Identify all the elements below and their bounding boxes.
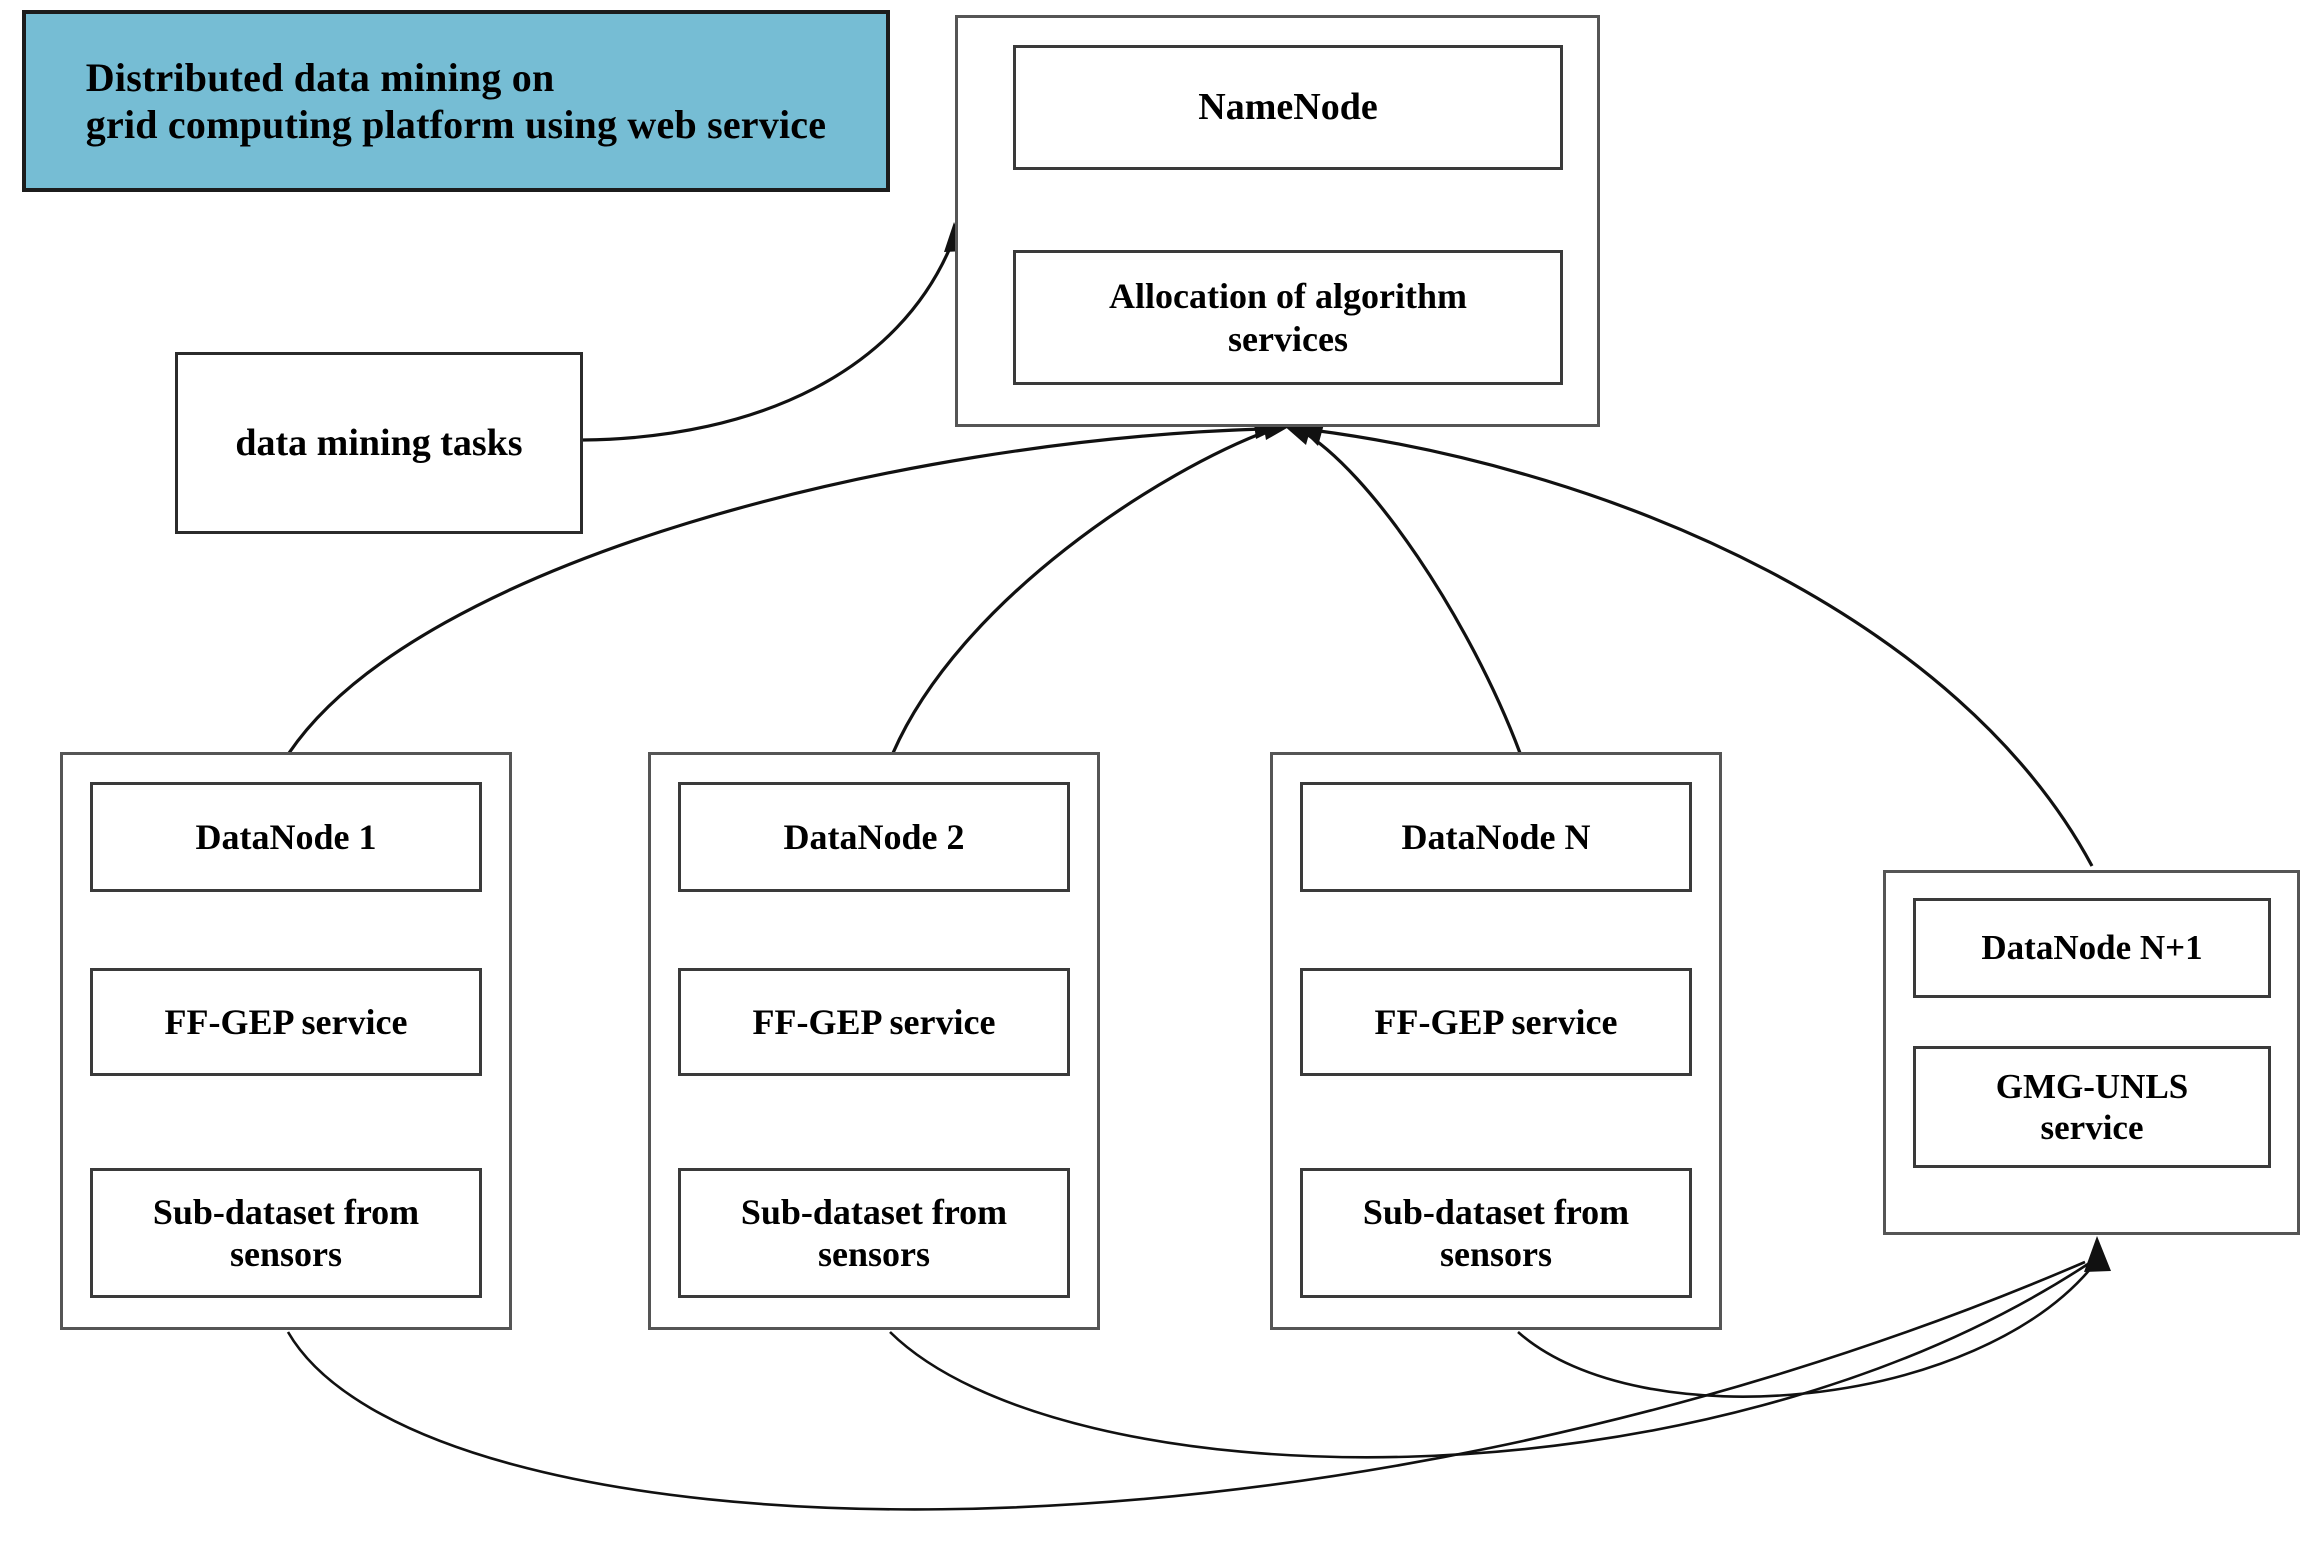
- datanode-2-service-label: FF-GEP service: [752, 1001, 996, 1042]
- datanode-n-dataset-box[interactable]: Sub-dataset from sensors: [1300, 1168, 1692, 1298]
- title-banner: Distributed data mining on grid computin…: [22, 10, 890, 192]
- namenode-label: NameNode: [1198, 86, 1378, 129]
- edge-datanode2-to-namenode: [891, 427, 1274, 754]
- datanode-n-title-label: DataNode N: [1401, 816, 1591, 857]
- arrowhead-namenode-to-datanode-np1: [1296, 424, 1324, 446]
- datanode-n-plus-1-service-label: GMG-UNLS service: [1995, 1066, 2189, 1147]
- edge-datanoden-to-namenode: [1299, 428, 1522, 754]
- datanode-n-title-box[interactable]: DataNode N: [1300, 782, 1692, 892]
- datanode-1-title-label: DataNode 1: [195, 816, 377, 857]
- datanode-2-service-box[interactable]: FF-GEP service: [678, 968, 1070, 1076]
- datanode-n-plus-1-title-box[interactable]: DataNode N+1: [1913, 898, 2271, 998]
- datanode-2-title-label: DataNode 2: [783, 816, 965, 857]
- datanode-n-plus-1-service-box[interactable]: GMG-UNLS service: [1913, 1046, 2271, 1168]
- edge-tasks-to-namenode: [582, 242, 954, 442]
- datanode-n-dataset-label: Sub-dataset from sensors: [1362, 1191, 1630, 1274]
- allocation-of-algorithm-services-box[interactable]: Allocation of algorithm services: [1013, 250, 1563, 385]
- title-banner-label: Distributed data mining on grid computin…: [85, 54, 827, 147]
- datanode-1-service-label: FF-GEP service: [164, 1001, 408, 1042]
- datanode-2-dataset-label: Sub-dataset from sensors: [740, 1191, 1008, 1274]
- data-mining-tasks-label: data mining tasks: [235, 421, 523, 464]
- data-mining-tasks-box[interactable]: data mining tasks: [175, 352, 583, 534]
- arrowhead-datanodes-to-datanode-np1: [2084, 1236, 2111, 1272]
- datanode-n-service-box[interactable]: FF-GEP service: [1300, 968, 1692, 1076]
- namenode-box[interactable]: NameNode: [1013, 45, 1563, 170]
- allocation-of-algorithm-services-label: Allocation of algorithm services: [1109, 276, 1467, 359]
- datanode-2-title-box[interactable]: DataNode 2: [678, 782, 1070, 892]
- datanode-1-dataset-label: Sub-dataset from sensors: [152, 1191, 420, 1274]
- datanode-1-title-box[interactable]: DataNode 1: [90, 782, 482, 892]
- datanode-1-dataset-box[interactable]: Sub-dataset from sensors: [90, 1168, 482, 1298]
- datanode-1-service-box[interactable]: FF-GEP service: [90, 968, 482, 1076]
- edge-datanode1-to-datanode-np1: [286, 1260, 2086, 1511]
- datanode-n-service-label: FF-GEP service: [1374, 1001, 1618, 1042]
- datanode-n-plus-1-title-label: DataNode N+1: [1981, 928, 2203, 968]
- datanode-2-dataset-box[interactable]: Sub-dataset from sensors: [678, 1168, 1070, 1298]
